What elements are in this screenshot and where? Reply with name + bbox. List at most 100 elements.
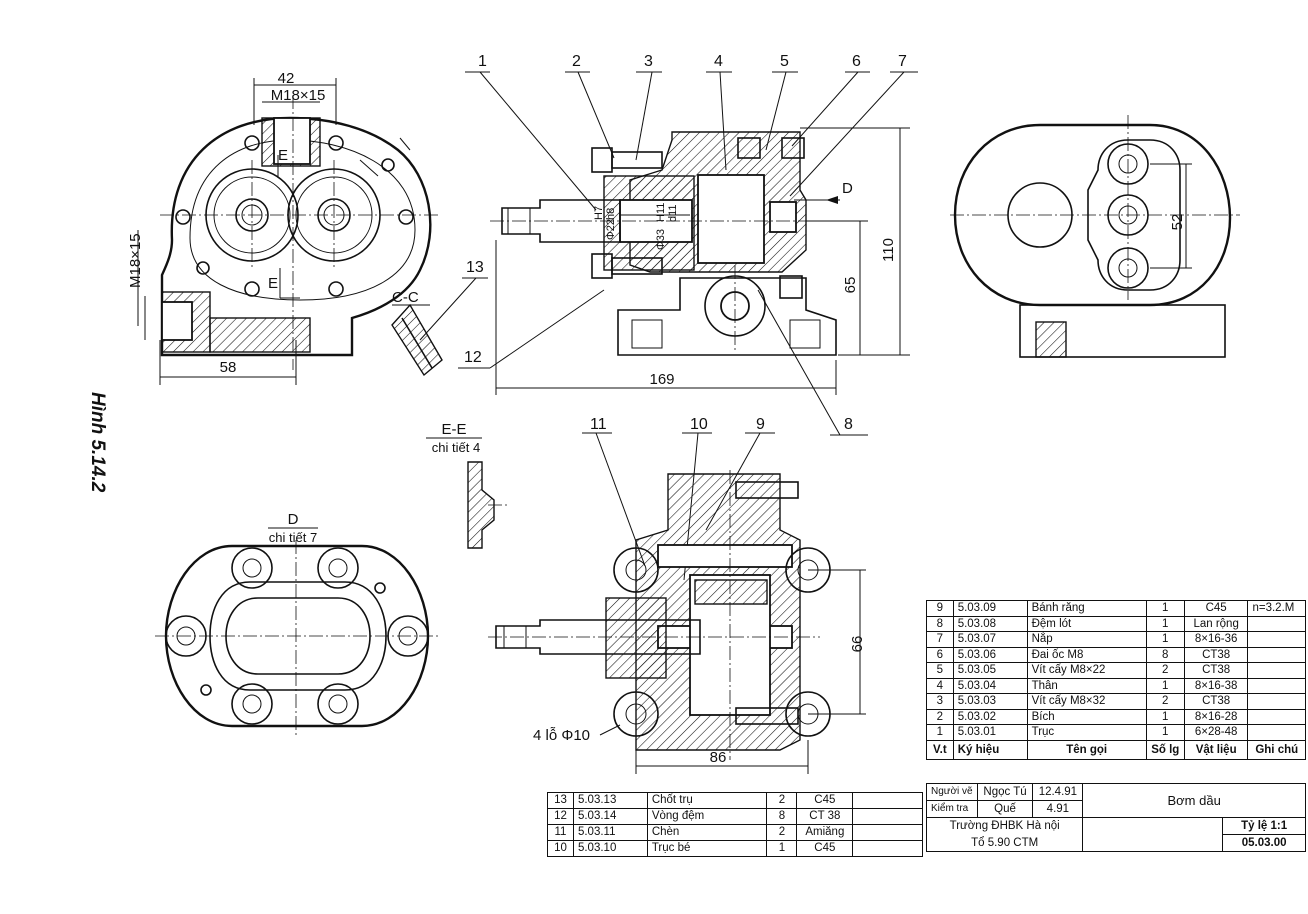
cell: 5.03.06	[952, 646, 1028, 663]
dim-66: 66	[849, 636, 866, 653]
section-cc-label: C-C	[392, 289, 419, 306]
cell: 2	[1145, 693, 1185, 710]
callout-3: 3	[644, 53, 653, 70]
cell: Đệm lót	[1026, 615, 1147, 632]
cell: 8×16-36	[1183, 631, 1249, 648]
callout-11: 11	[590, 416, 607, 433]
cell: Thân	[1026, 677, 1147, 694]
dim-169: 169	[649, 371, 674, 388]
dim-thread-top: M18×15	[271, 87, 326, 104]
callout-13: 13	[466, 259, 484, 276]
cell	[852, 840, 923, 857]
table-row: Trường ĐHBK Hà nội Tỷ lệ 1:1	[925, 817, 1306, 852]
cell	[1247, 662, 1306, 679]
cell: 4	[926, 677, 954, 694]
cell: 1	[1145, 708, 1185, 725]
drawn-name: Ngọc Tú	[976, 783, 1034, 801]
cell: n=3.2.M	[1247, 600, 1306, 617]
cell	[1247, 615, 1306, 632]
dim-86: 86	[710, 749, 727, 766]
school-name: Trường ĐHBK Hà nội	[925, 817, 1084, 835]
top-view	[488, 470, 866, 774]
scale: Tỷ lệ 1:1	[1222, 817, 1306, 835]
cell: 7	[926, 631, 954, 648]
cell	[1247, 646, 1306, 663]
dim-42: 42	[278, 70, 295, 87]
cell: 1	[1145, 677, 1185, 694]
cell: 12	[547, 808, 574, 825]
cell: Bánh răng	[1026, 600, 1147, 617]
fit-h11: H11	[655, 203, 667, 222]
cell: 8×16-28	[1183, 708, 1249, 725]
cell: 5.03.07	[952, 631, 1028, 648]
cell: CT38	[1183, 646, 1249, 663]
blank-cell	[1082, 817, 1224, 852]
cell: 8	[766, 808, 798, 825]
cell: 1	[1145, 631, 1185, 648]
drawn-date: 12.4.91	[1032, 783, 1084, 801]
cell: 1	[926, 724, 954, 741]
dim-110: 110	[880, 238, 897, 262]
cell: Bích	[1026, 708, 1147, 725]
group-name: Tổ 5.90 CTM	[925, 834, 1084, 852]
cell: 1	[1145, 600, 1185, 617]
view-ee	[426, 437, 510, 549]
cell: C45	[796, 840, 854, 857]
cell: Vít cấy M8×32	[1026, 693, 1147, 710]
callout-9: 9	[756, 416, 765, 433]
cell: 8	[1145, 646, 1185, 663]
cell: Chốt trụ	[646, 792, 768, 809]
cell: Trục bé	[646, 840, 768, 857]
drawn-label: Người vẽ	[926, 783, 978, 801]
cell: 5.03.11	[572, 824, 648, 841]
callout-6: 6	[852, 53, 861, 70]
cell: 2	[1145, 662, 1185, 679]
cell: 5.03.14	[572, 808, 648, 825]
callout-1: 1	[478, 53, 487, 70]
section-e-label: E	[278, 147, 288, 164]
cell: 9	[926, 600, 954, 617]
cell: 8	[926, 615, 954, 632]
cell: 5.03.13	[572, 792, 648, 809]
cell: C45	[796, 792, 854, 809]
cell: 1	[1145, 615, 1185, 632]
callout-10: 10	[690, 416, 708, 433]
cell: 5.03.03	[952, 693, 1028, 710]
cell: Đai ốc M8	[1026, 646, 1147, 663]
cell: 13	[547, 792, 574, 809]
figure-label: Hình 5.14.2	[87, 392, 108, 493]
callout-4: 4	[714, 53, 723, 70]
dim-holes: 4 lỗ Φ10	[533, 727, 590, 744]
drawing-number: 05.03.00	[1222, 834, 1306, 852]
cell: 2	[766, 792, 798, 809]
header-cell: Vật liệu	[1183, 739, 1249, 760]
view-ee-sub: chi tiết 4	[432, 440, 480, 455]
callout-7: 7	[898, 53, 907, 70]
cell: Vít cấy M8×22	[1026, 662, 1147, 679]
checked-name: Quế	[976, 800, 1034, 818]
cell: 8×16-38	[1183, 677, 1249, 694]
section-cc	[391, 303, 443, 377]
cell: Lan rộng	[1183, 615, 1249, 632]
fit-d11: d11	[667, 204, 679, 222]
table-row: Kiểm tra Quế 4.91	[926, 800, 1306, 818]
header-cell: V.t	[926, 739, 954, 760]
title-block: Người vẽ Ngọc Tú 12.4.91 Bơm dầu Kiểm tr…	[925, 783, 1306, 852]
header-cell: Số lg	[1145, 739, 1185, 760]
cell: 6	[926, 646, 954, 663]
cell: Amiăng	[796, 824, 854, 841]
cell: CT38	[1183, 662, 1249, 679]
dim-52: 52	[1169, 214, 1186, 231]
section-view	[490, 127, 910, 395]
cell: 5.03.02	[952, 708, 1028, 725]
header-cell: Tên gọi	[1026, 739, 1147, 760]
cell: 1	[1145, 724, 1185, 741]
side-view	[950, 115, 1240, 358]
